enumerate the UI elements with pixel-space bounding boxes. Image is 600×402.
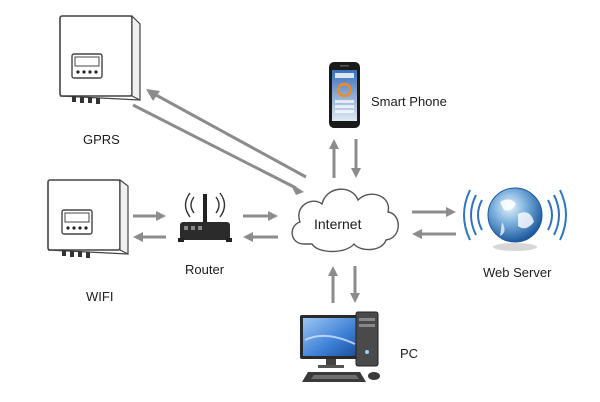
arrow-router-to-wifi (133, 232, 166, 242)
arrow-pc-to-internet (328, 266, 338, 303)
smart-phone-icon (329, 62, 360, 128)
web-server-globe-icon (463, 187, 567, 251)
arrow-internet-to-webserver (412, 207, 456, 217)
arrow-internet-to-pc (350, 266, 360, 303)
router-label: Router (185, 262, 225, 277)
arrow-webserver-to-internet (412, 229, 456, 239)
gprs-label: GPRS (83, 132, 120, 147)
arrow-router-to-internet (243, 211, 278, 221)
arrow-gprs-to-internet (132, 103, 304, 195)
internet-label: Internet (314, 216, 362, 232)
arrow-internet-to-router (243, 232, 278, 242)
arrow-phone-to-internet (351, 139, 361, 178)
arrow-internet-to-gprs (146, 89, 307, 179)
gprs-inverter-icon (59, 14, 141, 104)
wifi-inverter-icon (47, 178, 129, 258)
pc-label: PC (400, 346, 419, 361)
arrow-internet-to-phone (329, 139, 339, 178)
internet-cloud-icon (291, 188, 399, 253)
wifi-label: WIFI (86, 289, 114, 304)
arrow-wifi-to-router (133, 211, 166, 221)
web-server-label: Web Server (483, 265, 552, 280)
arrow-group (132, 89, 456, 303)
router-icon (178, 192, 232, 242)
smart-phone-label: Smart Phone (371, 94, 447, 109)
pc-icon (300, 311, 380, 382)
